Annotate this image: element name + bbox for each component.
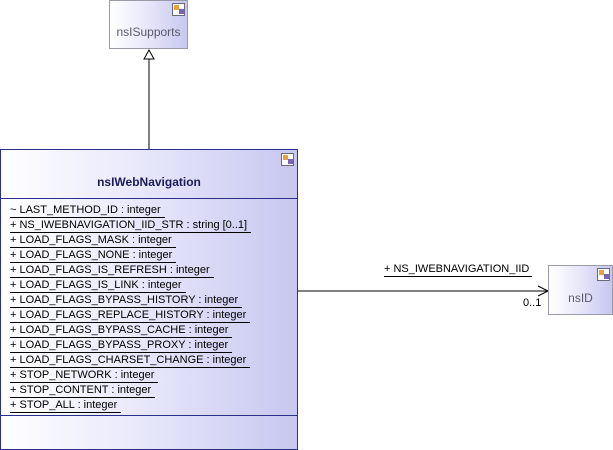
- class-nssupports[interactable]: nsISupports: [109, 0, 188, 49]
- association-role-label: + NS_IWEBNAVIGATION_IID: [384, 263, 533, 277]
- attribute-row[interactable]: + STOP_ALL : integer: [10, 399, 122, 413]
- operation-separator: [1, 415, 297, 416]
- class-stereotype-icon: [597, 268, 610, 281]
- attribute-row[interactable]: ~ LAST_METHOD_ID : integer: [10, 204, 165, 218]
- class-name: nsISupports: [116, 25, 181, 39]
- attribute-row[interactable]: + LOAD_FLAGS_MASK : integer: [10, 234, 176, 248]
- attribute-row[interactable]: + STOP_NETWORK : integer: [10, 369, 159, 383]
- class-nsid[interactable]: nsID: [548, 265, 613, 315]
- attribute-row[interactable]: + LOAD_FLAGS_BYPASS_HISTORY : integer: [10, 294, 243, 308]
- attribute-row[interactable]: + NS_IWEBNAVIGATION_IID_STR : string [0.…: [10, 219, 252, 233]
- attribute-row[interactable]: + LOAD_FLAGS_REPLACE_HISTORY : integer: [10, 309, 251, 323]
- attribute-row[interactable]: + LOAD_FLAGS_BYPASS_CACHE : integer: [10, 324, 233, 338]
- attribute-row[interactable]: + STOP_CONTENT : integer: [10, 384, 156, 398]
- association-multiplicity: 0..1: [523, 297, 542, 309]
- attribute-row[interactable]: + LOAD_FLAGS_IS_REFRESH : integer: [10, 264, 214, 278]
- attribute-row[interactable]: + LOAD_FLAGS_IS_LINK : integer: [10, 279, 186, 293]
- attribute-row[interactable]: + LOAD_FLAGS_CHARSET_CHANGE : integer: [10, 354, 251, 368]
- attribute-separator: [1, 198, 297, 199]
- class-name: nsID: [568, 291, 593, 305]
- class-nsiwebnavigation[interactable]: nsIWebNavigation ~ LAST_METHOD_ID : inte…: [0, 149, 298, 450]
- attribute-row[interactable]: + LOAD_FLAGS_BYPASS_PROXY : integer: [10, 339, 233, 353]
- class-name: nsIWebNavigation: [97, 175, 201, 189]
- class-stereotype-icon: [172, 3, 185, 16]
- generalization-arrowhead: [143, 48, 155, 60]
- class-stereotype-icon: [281, 153, 294, 166]
- attribute-row[interactable]: + LOAD_FLAGS_NONE : integer: [10, 249, 177, 263]
